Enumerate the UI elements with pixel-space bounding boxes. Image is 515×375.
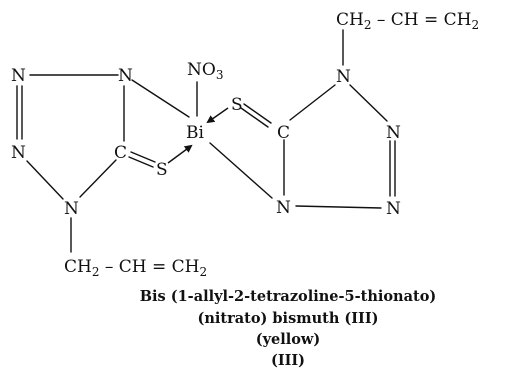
allyl-group-top-right: CH2 – CH = CH2 [336,10,479,32]
right-ring-bonds [209,29,396,209]
coordinate-bond-s-left-to-bi [167,144,193,164]
caption-line-2: (nitrato) bismuth (III) [198,310,379,327]
atom-n-top-left: N [11,66,26,86]
allyl-bottom-ch2: CH [64,257,92,277]
bond-n-top-inner-to-bi [131,79,190,118]
allyl-bottom-end-sub: 2 [200,265,208,279]
atom-n-right-upper: N [386,123,401,143]
bond-c-left-to-s-left-b [128,156,154,168]
nitrate-subscript: 3 [216,68,224,82]
atom-n-right-lower: N [386,199,401,219]
nitrate-label: NO3 [187,60,223,82]
left-ring-bonds [16,74,190,253]
atom-n-top-inner: N [118,66,133,86]
coordinate-bond-s-right-to-bi [206,107,229,124]
atom-c-right: C [277,123,290,143]
allyl-bottom-ch2-sub: 2 [92,265,100,279]
bond-s-right-to-c-right-b [240,107,269,128]
bond-s-right-to-c-right-a [243,103,272,124]
caption-line-3: (yellow) [256,331,321,348]
allyl-group-bottom-left: CH2 – CH = CH2 [64,257,207,279]
atom-c-left: C [114,143,127,163]
bond-n-mid-left-to-n-bottom [26,160,64,200]
bond-c-left-to-s-left-a [130,151,156,163]
atom-n-bottom-left: N [64,199,79,219]
allyl-top-ch2-sub: 2 [364,18,372,32]
atom-n-mid-left: N [11,143,26,163]
allyl-top-rest: – CH = CH [371,10,471,30]
bond-n-top-right-to-n-right-upper [349,84,388,122]
allyl-bottom-rest: – CH = CH [99,257,199,277]
bond-n-bottom-inner-to-n-right-lower [295,205,382,209]
caption-line-1: Bis (1-allyl-2-tetrazoline-5-thionato) [140,288,436,305]
atom-bismuth: Bi [186,123,204,143]
bond-c-right-to-n-top-right [289,84,336,121]
allyl-top-end-sub: 2 [472,18,480,32]
atom-s-left: S [156,160,168,180]
nitrate-main: NO [187,60,216,80]
atom-n-bottom-inner: N [276,198,291,218]
caption-line-4: (III) [271,352,305,369]
atom-s-right: S [231,95,243,115]
atom-n-top-right: N [336,67,351,87]
allyl-top-ch2: CH [336,10,364,30]
bond-c-left-to-n-bottom [79,159,117,198]
bond-bi-to-n-bottom-inner [209,142,273,199]
